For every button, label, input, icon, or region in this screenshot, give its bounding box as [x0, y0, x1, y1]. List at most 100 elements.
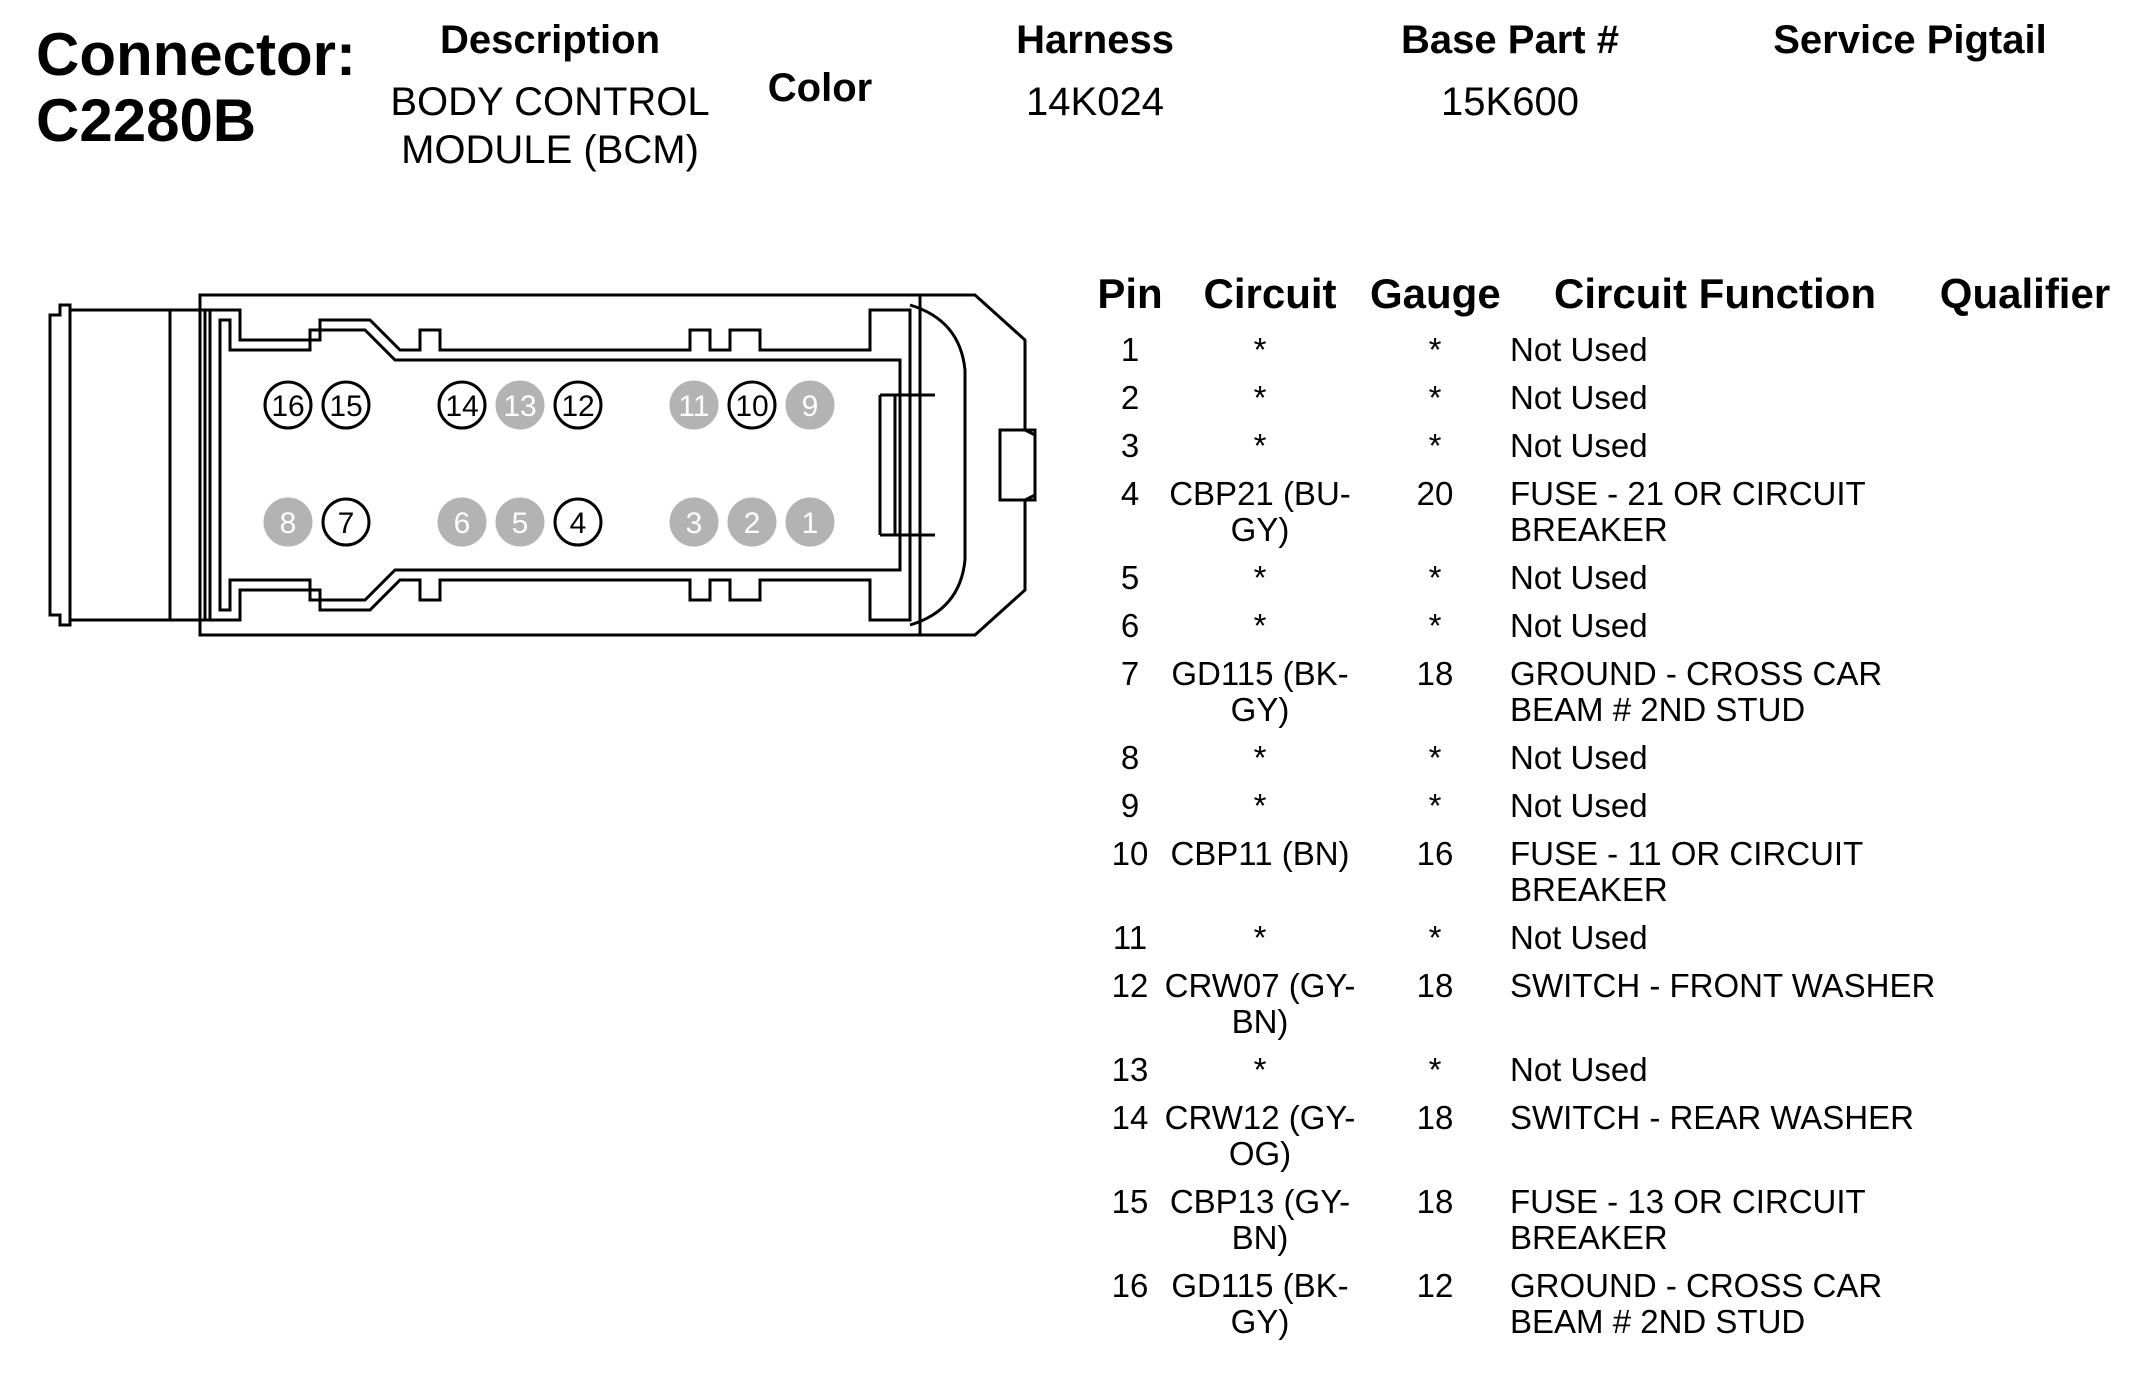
- pin-circle: [553, 380, 603, 430]
- function-cell: Not Used: [1510, 787, 1648, 824]
- gauge-cell: *: [1428, 787, 1442, 824]
- gauge-cell: *: [1428, 331, 1442, 368]
- pin-5-cavity: 5: [495, 497, 545, 547]
- pin-cell: 3: [1120, 427, 1140, 464]
- pin-16-cavity: 16: [263, 380, 313, 430]
- function-cell: Not Used: [1510, 427, 1648, 464]
- pin-9-cavity: 9: [785, 380, 835, 430]
- gauge-cell: *: [1428, 427, 1442, 464]
- pin-10-cavity: 10: [727, 380, 777, 430]
- pin-cell: 6: [1120, 607, 1140, 644]
- header-pin: Pin: [1097, 270, 1163, 317]
- pin-cell: 10: [1111, 835, 1149, 872]
- function-cell: GROUND - CROSS CAR BEAM # 2ND STUD: [1510, 1267, 1883, 1340]
- pin-circle: [785, 380, 835, 430]
- description-label: Description: [439, 18, 661, 62]
- pin-number-label: 8: [280, 507, 297, 540]
- pin-cell: 8: [1120, 739, 1140, 776]
- pin-cell: 13: [1111, 1051, 1149, 1088]
- gauge-cell: *: [1428, 559, 1442, 596]
- pin-number-label: 9: [802, 390, 819, 423]
- function-cell: GROUND - CROSS CAR BEAM # 2ND STUD: [1510, 655, 1883, 728]
- pin-number-label: 16: [271, 390, 304, 423]
- pin-circle: [727, 497, 777, 547]
- pin-7-cavity: 7: [321, 497, 371, 547]
- circuit-cell: *: [1253, 607, 1267, 644]
- circuit-cell: CRW07 (GY-BN): [1164, 967, 1356, 1040]
- gauge-cell: 20: [1416, 475, 1454, 512]
- gauge-cell: 18: [1416, 1183, 1454, 1220]
- pin-number-label: 6: [454, 507, 471, 540]
- pin-number-label: 14: [445, 390, 478, 423]
- circuit-cell: *: [1253, 559, 1267, 596]
- function-cell: SWITCH - REAR WASHER: [1510, 1099, 1914, 1136]
- pin-circle: [669, 497, 719, 547]
- pin-cell: 9: [1120, 787, 1140, 824]
- description-value: BODY CONTROL MODULE (BCM): [390, 80, 710, 172]
- circuit-cell: CRW12 (GY-OG): [1164, 1099, 1356, 1172]
- gauge-cell: *: [1428, 1051, 1442, 1088]
- function-cell: Not Used: [1510, 739, 1648, 776]
- function-cell: SWITCH - FRONT WASHER: [1510, 967, 1936, 1004]
- pin-number-label: 12: [561, 390, 594, 423]
- circuit-cell: *: [1253, 379, 1267, 416]
- color-label: Color: [767, 66, 873, 110]
- gauge-cell: 18: [1416, 967, 1454, 1004]
- function-cell: Not Used: [1510, 559, 1648, 596]
- gauge-cell: *: [1428, 607, 1442, 644]
- function-cell: Not Used: [1510, 331, 1648, 368]
- pin-circle: [727, 380, 777, 430]
- pin-15-cavity: 15: [321, 380, 371, 430]
- service-pigtail-label: Service Pigtail: [1773, 18, 2047, 62]
- pin-4-cavity: 4: [553, 497, 603, 547]
- pin-circle: [669, 380, 719, 430]
- function-cell: Not Used: [1510, 607, 1648, 644]
- harness-value: 14K024: [1026, 80, 1164, 124]
- circuit-cell: *: [1253, 739, 1267, 776]
- function-cell: FUSE - 11 OR CIRCUIT BREAKER: [1510, 835, 1863, 908]
- pin-cell: 11: [1112, 919, 1148, 956]
- pin-cell: 14: [1111, 1099, 1149, 1136]
- base-part-value: 15K600: [1441, 80, 1579, 124]
- circuit-cell: CBP13 (GY-BN): [1169, 1183, 1351, 1256]
- pin-circle: [495, 497, 545, 547]
- pin-cell: 12: [1111, 967, 1149, 1004]
- circuit-cell: *: [1253, 331, 1267, 368]
- pin-cell: 7: [1120, 655, 1140, 692]
- pin-cell: 1: [1120, 331, 1140, 368]
- pin-cell: 5: [1120, 559, 1140, 596]
- pin-circle: [495, 380, 545, 430]
- harness-label: Harness: [1016, 18, 1174, 62]
- circuit-cell: CBP11 (BN): [1170, 835, 1350, 872]
- function-cell: Not Used: [1510, 1051, 1648, 1088]
- circuit-cell: *: [1253, 427, 1267, 464]
- header-circuit-function: Circuit Function: [1554, 270, 1876, 317]
- pin-cell: 4: [1120, 475, 1140, 512]
- gauge-cell: 18: [1416, 1099, 1454, 1136]
- pin-number-label: 10: [735, 390, 768, 423]
- pin-8-cavity: 8: [263, 497, 313, 547]
- pin-3-cavity: 3: [669, 497, 719, 547]
- connector-housing: [48, 293, 1037, 637]
- pin-number-label: 15: [329, 390, 362, 423]
- gauge-cell: 12: [1416, 1267, 1454, 1304]
- pin-number-label: 2: [744, 507, 761, 540]
- pin-1-cavity: 1: [785, 497, 835, 547]
- pin-circle: [263, 497, 313, 547]
- circuit-cell: *: [1253, 787, 1267, 824]
- pin-13-cavity: 13: [495, 380, 545, 430]
- pin-cell: 2: [1120, 379, 1140, 416]
- base-part-label: Base Part #: [1401, 18, 1619, 62]
- circuit-cell: *: [1253, 1051, 1267, 1088]
- gauge-cell: *: [1428, 739, 1442, 776]
- gauge-cell: 18: [1416, 655, 1454, 692]
- pin-circle: [263, 380, 313, 430]
- connector-id: C2280B: [36, 87, 257, 154]
- pin-6-cavity: 6: [437, 497, 487, 547]
- pin-circle: [321, 380, 371, 430]
- pin-14-cavity: 14: [437, 380, 487, 430]
- pin-number-label: 5: [512, 507, 529, 540]
- gauge-cell: 16: [1416, 835, 1454, 872]
